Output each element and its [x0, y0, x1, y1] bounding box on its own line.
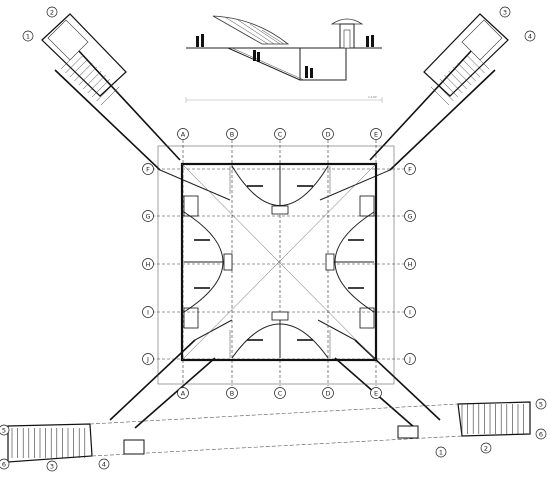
grid-col-a-bottom: A	[181, 389, 186, 397]
grid-col-d-top-circle	[322, 128, 334, 140]
grid-row-g-left: G	[145, 212, 150, 220]
grid-row-h-right-circle	[404, 258, 416, 270]
grid-col-c-bottom-circle	[274, 387, 286, 399]
marker-label: 1	[439, 448, 443, 456]
marker-label: 4	[528, 32, 532, 40]
grid-row-j-right-circle	[404, 353, 416, 365]
marker-label: 3	[503, 8, 507, 16]
section-scale: 1:100	[368, 95, 377, 99]
grid-col-b-bottom-circle	[226, 387, 238, 399]
marker-label: 2	[50, 8, 54, 16]
grid-col-b-bottom: B	[230, 389, 234, 397]
marker-circle	[535, 398, 547, 410]
marker-circle	[46, 6, 58, 18]
marker-circle	[98, 458, 110, 470]
grid-col-a-bottom-circle	[177, 387, 189, 399]
stair-hatching	[11, 50, 524, 458]
marker-label: 2	[484, 444, 488, 452]
marker-label: 5	[2, 426, 6, 434]
marker-label: 6	[539, 430, 543, 438]
corridor-arms	[7, 13, 531, 463]
grid-col-b-top: B	[230, 130, 234, 138]
marker-label: 6	[2, 460, 6, 468]
grid-row-f-left: F	[146, 165, 150, 173]
grid-row-f-right-circle	[404, 163, 416, 175]
grid-col-a-top-circle	[177, 128, 189, 140]
marker-circle	[480, 442, 492, 454]
grid-bubbles: A A B B C C D D E E F F G G H H I I J J	[142, 128, 416, 399]
grid-row-i-left-circle	[142, 306, 154, 318]
grid-col-e-bottom: E	[374, 389, 378, 397]
grid-row-h-left-circle	[142, 258, 154, 270]
section-elevation: 1:100	[185, 15, 383, 103]
grid-col-e-top: E	[374, 130, 378, 138]
grid-row-f-right: F	[408, 165, 412, 173]
grid-col-e-bottom-circle	[370, 387, 382, 399]
marker-circle	[0, 424, 10, 436]
grid-row-i-right: I	[409, 308, 411, 316]
grid-col-c-top-circle	[274, 128, 286, 140]
grid-row-i-right-circle	[404, 306, 416, 318]
grid-row-g-right: G	[407, 212, 412, 220]
grid-col-d-bottom: D	[325, 389, 330, 397]
marker-circle	[524, 30, 536, 42]
marker-label: 1	[26, 32, 30, 40]
grid-row-h-right: H	[408, 260, 413, 268]
marker-label: 4	[102, 460, 106, 468]
grid-row-j-right: J	[408, 355, 411, 363]
grid-col-c-top: C	[278, 130, 283, 138]
central-hall	[157, 145, 395, 385]
marker-circle	[22, 30, 34, 42]
grid-col-c-bottom: C	[278, 389, 283, 397]
grid-col-d-bottom-circle	[322, 387, 334, 399]
marker-circle	[499, 6, 511, 18]
grid-col-a-top: A	[181, 130, 186, 138]
marker-label: 5	[539, 400, 543, 408]
grid-row-g-left-circle	[142, 210, 154, 222]
grid-row-i-left: I	[147, 308, 149, 316]
marker-circle	[435, 446, 447, 458]
grid-row-j-left-circle	[142, 353, 154, 365]
grid-row-j-left: J	[146, 355, 149, 363]
grid-col-b-top-circle	[226, 128, 238, 140]
marker-circle	[0, 458, 10, 470]
grid-row-g-right-circle	[404, 210, 416, 222]
marker-label: 3	[50, 462, 54, 470]
grid-col-d-top: D	[325, 130, 330, 138]
marker-circle	[535, 428, 547, 440]
corner-markers: 1 2 3 4 4 3 6 5 1 2 5 6	[0, 6, 547, 472]
grid-row-h-left: H	[146, 260, 151, 268]
grid-row-f-left-circle	[142, 163, 154, 175]
grid-col-e-top-circle	[370, 128, 382, 140]
marker-circle	[46, 460, 58, 472]
